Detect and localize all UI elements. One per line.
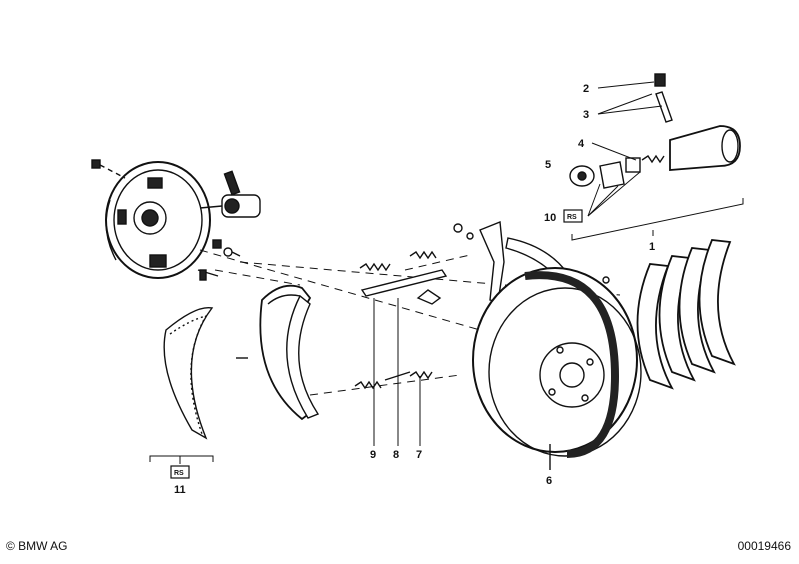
brake-shoe-left[interactable] xyxy=(163,306,214,440)
document-id: 00019466 xyxy=(737,539,791,553)
copyright-text: © BMW AG xyxy=(6,539,68,553)
callout-5: 5 xyxy=(545,159,551,171)
bolt-parts xyxy=(212,239,241,257)
callout-10: 10 xyxy=(544,212,556,224)
kit-badge-11-text: RS xyxy=(174,470,184,477)
spring-upper[interactable] xyxy=(359,250,437,272)
callout-11: 11 xyxy=(174,484,186,496)
kit-badge-10: RS xyxy=(563,209,583,223)
brake-shoe-center[interactable] xyxy=(236,284,320,421)
piston-kit[interactable] xyxy=(569,154,665,189)
wheel-cylinder-right[interactable] xyxy=(669,125,741,171)
callout-4: 4 xyxy=(578,138,585,150)
handbrake-lever[interactable] xyxy=(453,221,505,303)
callout-7: 7 xyxy=(416,449,422,461)
bleeder-valve[interactable] xyxy=(654,73,673,123)
brake-shoe-set-right[interactable] xyxy=(602,239,736,390)
clip-part[interactable] xyxy=(416,289,442,305)
kit-badge-11: RS xyxy=(170,465,190,479)
backing-plate[interactable] xyxy=(91,159,219,281)
kit-badge-10-text: RS xyxy=(567,214,577,221)
callout-2: 2 xyxy=(583,83,589,95)
callout-1: 1 xyxy=(649,241,655,253)
assembly-guide-lines xyxy=(199,249,621,396)
callout-3: 3 xyxy=(583,109,589,121)
callout-labels: 2 3 4 5 10 1 9 8 7 6 11 xyxy=(174,83,655,496)
adjuster-bar[interactable] xyxy=(360,269,448,297)
callout-9: 9 xyxy=(370,449,376,461)
callout-6: 6 xyxy=(546,475,552,487)
brake-drum[interactable] xyxy=(472,267,642,470)
leader-lines xyxy=(149,81,744,464)
callout-8: 8 xyxy=(393,449,399,461)
wheel-cylinder-left[interactable] xyxy=(199,170,261,218)
